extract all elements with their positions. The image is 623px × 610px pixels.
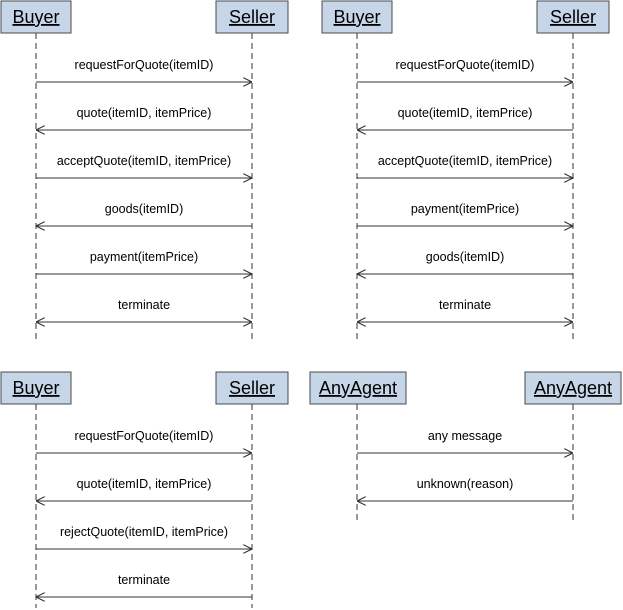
sequence-diagram: AnyAgent AnyAgent any message unknown(reaso… — [309, 371, 622, 520]
participant-box-shape — [321, 0, 393, 34]
message: goods(itemID) — [357, 250, 573, 274]
message: unknown(reason) — [357, 477, 573, 501]
participant-box-shape — [536, 0, 610, 34]
message-label: requestForQuote(itemID) — [396, 58, 535, 72]
message: any message — [357, 429, 573, 453]
participant-name: Buyer — [12, 7, 59, 27]
message: requestForQuote(itemID) — [357, 58, 573, 82]
participant-name: Buyer — [333, 7, 380, 27]
message-label: requestForQuote(itemID) — [75, 58, 214, 72]
message-label: goods(itemID) — [426, 250, 505, 264]
message-label: payment(itemPrice) — [411, 202, 519, 216]
participant-box: Buyer — [0, 0, 72, 34]
message: payment(itemPrice) — [36, 250, 252, 274]
message: terminate — [357, 298, 573, 322]
message-label: payment(itemPrice) — [90, 250, 198, 264]
message-label: unknown(reason) — [417, 477, 514, 491]
participant-box: Seller — [215, 371, 289, 405]
participant-box: Buyer — [321, 0, 393, 34]
participant-box-shape — [309, 371, 407, 405]
participant-name: AnyAgent — [534, 378, 612, 398]
message: rejectQuote(itemID, itemPrice) — [36, 525, 252, 549]
message-label: goods(itemID) — [105, 202, 184, 216]
participant-box-shape — [524, 371, 622, 405]
message-label: quote(itemID, itemPrice) — [398, 106, 533, 120]
participant-box: AnyAgent — [309, 371, 407, 405]
message-label: rejectQuote(itemID, itemPrice) — [60, 525, 228, 539]
message-label: acceptQuote(itemID, itemPrice) — [57, 154, 231, 168]
message-label: acceptQuote(itemID, itemPrice) — [378, 154, 552, 168]
message: terminate — [36, 573, 252, 597]
message-label: quote(itemID, itemPrice) — [77, 477, 212, 491]
message-label: terminate — [118, 573, 170, 587]
sequence-diagram: Buyer Seller requestForQuote(itemID) quote(… — [0, 371, 289, 608]
participant-box-shape — [215, 0, 289, 34]
message: quote(itemID, itemPrice) — [357, 106, 573, 130]
participant-box-shape — [0, 0, 72, 34]
participant-box-shape — [0, 371, 72, 405]
message-label: terminate — [439, 298, 491, 312]
participant-box: Seller — [536, 0, 610, 34]
message: quote(itemID, itemPrice) — [36, 477, 252, 501]
participant-name: Seller — [229, 378, 275, 398]
message: terminate — [36, 298, 252, 322]
message: acceptQuote(itemID, itemPrice) — [357, 154, 573, 178]
message: payment(itemPrice) — [357, 202, 573, 226]
participant-box-shape — [215, 371, 289, 405]
participant-box: Seller — [215, 0, 289, 34]
participant-box: Buyer — [0, 371, 72, 405]
participant-name: Buyer — [12, 378, 59, 398]
message: goods(itemID) — [36, 202, 252, 226]
sequence-diagram: Buyer Seller requestForQuote(itemID) quote(… — [0, 0, 289, 340]
message: acceptQuote(itemID, itemPrice) — [36, 154, 252, 178]
participant-name: AnyAgent — [319, 378, 397, 398]
message-label: terminate — [118, 298, 170, 312]
message-label: quote(itemID, itemPrice) — [77, 106, 212, 120]
participant-box: AnyAgent — [524, 371, 622, 405]
message-label: requestForQuote(itemID) — [75, 429, 214, 443]
message: requestForQuote(itemID) — [36, 58, 252, 82]
message: quote(itemID, itemPrice) — [36, 106, 252, 130]
sequence-diagram: Buyer Seller requestForQuote(itemID) quote(… — [321, 0, 610, 340]
message: requestForQuote(itemID) — [36, 429, 252, 453]
message-label: any message — [428, 429, 502, 443]
participant-name: Seller — [229, 7, 275, 27]
participant-name: Seller — [550, 7, 596, 27]
